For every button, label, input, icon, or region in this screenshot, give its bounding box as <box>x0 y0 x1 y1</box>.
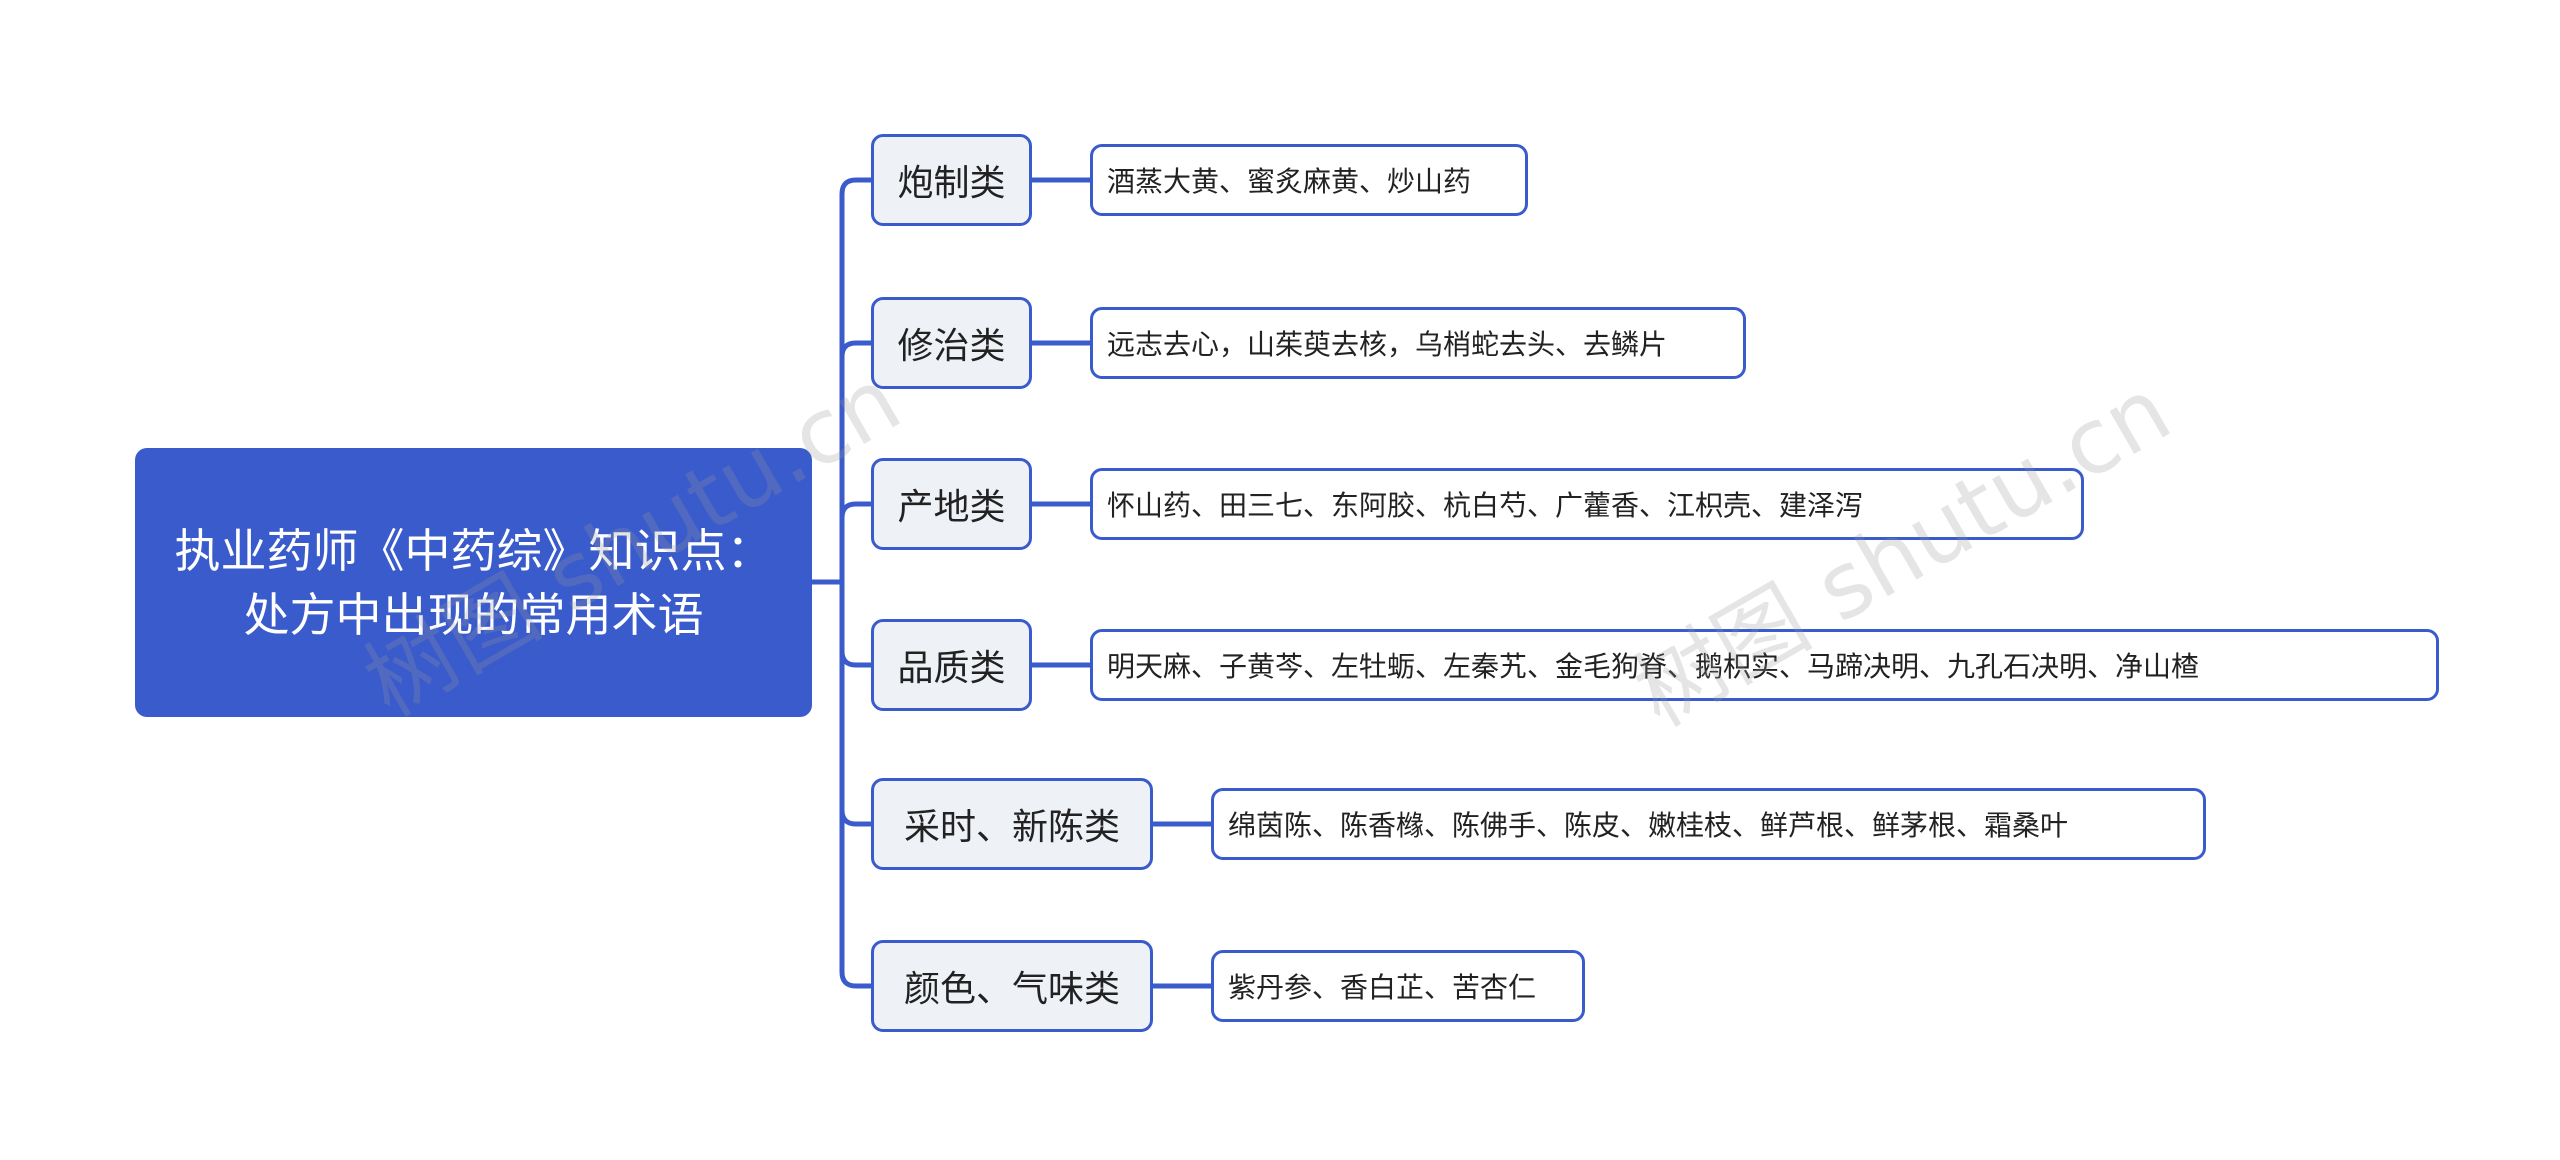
branch-node-xiuzhi[interactable]: 修治类 <box>871 297 1032 389</box>
branch-node-caishi[interactable]: 采时、新陈类 <box>871 778 1153 870</box>
branch-connector <box>839 340 871 582</box>
branch-label: 颜色、气味类 <box>903 969 1120 1010</box>
branch-node-yanse[interactable]: 颜色、气味类 <box>871 940 1153 1032</box>
leaf-text: 怀山药、田三七、东阿胶、杭白芍、广藿香、江枳壳、建泽泻 <box>1107 489 1864 522</box>
branch-node-pinzhi[interactable]: 品质类 <box>871 619 1032 711</box>
root-node[interactable]: 执业药师《中药综》知识点：处方中出现的常用术语 <box>135 448 812 717</box>
branch-label: 产地类 <box>897 487 1006 528</box>
leaf-node[interactable]: 紫丹参、香白芷、苦杏仁 <box>1211 950 1585 1022</box>
leaf-node[interactable]: 酒蒸大黄、蜜炙麻黄、炒山药 <box>1090 144 1528 216</box>
leaf-text: 明天麻、子黄芩、左牡蛎、左秦艽、金毛狗脊、鹅枳实、马蹄决明、九孔石决明、净山楂 <box>1107 650 2200 683</box>
leaf-node[interactable]: 怀山药、田三七、东阿胶、杭白芍、广藿香、江枳壳、建泽泻 <box>1090 468 2084 540</box>
leaf-text: 远志去心，山茱萸去核，乌梢蛇去头、去鳞片 <box>1107 328 1668 361</box>
branch-label: 修治类 <box>897 326 1006 367</box>
branch-label: 炮制类 <box>897 163 1006 204</box>
leaf-text: 紫丹参、香白芷、苦杏仁 <box>1228 971 1537 1004</box>
branch-connector <box>839 582 871 668</box>
branch-connector <box>839 177 871 582</box>
leaf-text: 酒蒸大黄、蜜炙麻黄、炒山药 <box>1107 165 1472 198</box>
leaf-node[interactable]: 远志去心，山茱萸去核，乌梢蛇去头、去鳞片 <box>1090 307 1746 379</box>
root-title: 执业药师《中药综》知识点：处方中出现的常用术语 <box>174 523 773 642</box>
branch-label: 采时、新陈类 <box>903 807 1120 848</box>
branch-label: 品质类 <box>897 648 1006 689</box>
leaf-node[interactable]: 明天麻、子黄芩、左牡蛎、左秦艽、金毛狗脊、鹅枳实、马蹄决明、九孔石决明、净山楂 <box>1090 629 2439 701</box>
leaf-text: 绵茵陈、陈香橼、陈佛手、陈皮、嫩桂枝、鲜芦根、鲜茅根、霜桑叶 <box>1228 809 2069 842</box>
branch-connector <box>839 582 871 827</box>
branch-connector <box>839 582 871 989</box>
branch-node-chandi[interactable]: 产地类 <box>871 458 1032 550</box>
branch-connector <box>839 501 871 582</box>
leaf-node[interactable]: 绵茵陈、陈香橼、陈佛手、陈皮、嫩桂枝、鲜芦根、鲜茅根、霜桑叶 <box>1211 788 2206 860</box>
branch-node-paozhi[interactable]: 炮制类 <box>871 134 1032 226</box>
